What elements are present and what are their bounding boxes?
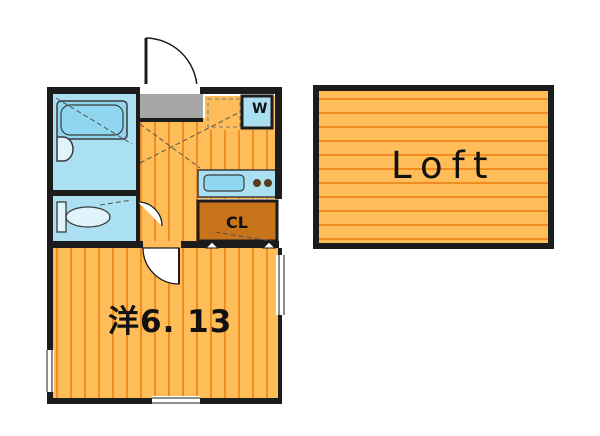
loft-floor xyxy=(316,88,551,246)
stove-burner-left xyxy=(253,179,261,187)
closet-label: CL xyxy=(226,213,248,232)
bathtub-inner xyxy=(60,104,124,136)
stove-burner-right xyxy=(264,179,272,187)
closet-dashed-line xyxy=(214,231,278,243)
washbasin xyxy=(56,136,74,162)
window-right-gap xyxy=(276,255,284,315)
entrance-floor xyxy=(140,94,203,118)
loft-frame xyxy=(313,85,554,249)
main-room-door xyxy=(142,247,180,285)
washer-box xyxy=(240,94,274,130)
kitchen-sink xyxy=(203,174,245,192)
bath-dashed-line xyxy=(55,97,133,145)
loft-label: Loft xyxy=(391,144,497,187)
window-left-gap xyxy=(45,350,54,392)
closet-marker-1 xyxy=(204,241,220,249)
washer-dashed-area xyxy=(207,98,241,128)
toilet-bowl xyxy=(65,206,111,228)
kitchen-dashed-line-2 xyxy=(139,123,201,169)
bathroom-door xyxy=(137,201,163,236)
closet-marker-2 xyxy=(261,241,277,249)
washer-label: W xyxy=(252,101,268,117)
closet-floor xyxy=(196,199,279,243)
main-room-label: 洋6. 13 xyxy=(108,304,233,340)
toilet-dashed-line xyxy=(99,199,133,206)
toilet-tank xyxy=(56,201,67,233)
window-bottom-gap xyxy=(152,396,200,406)
main-room-door-gap xyxy=(143,241,181,248)
entrance-door xyxy=(140,37,200,89)
kitchen-dashed-line-1 xyxy=(139,111,241,164)
